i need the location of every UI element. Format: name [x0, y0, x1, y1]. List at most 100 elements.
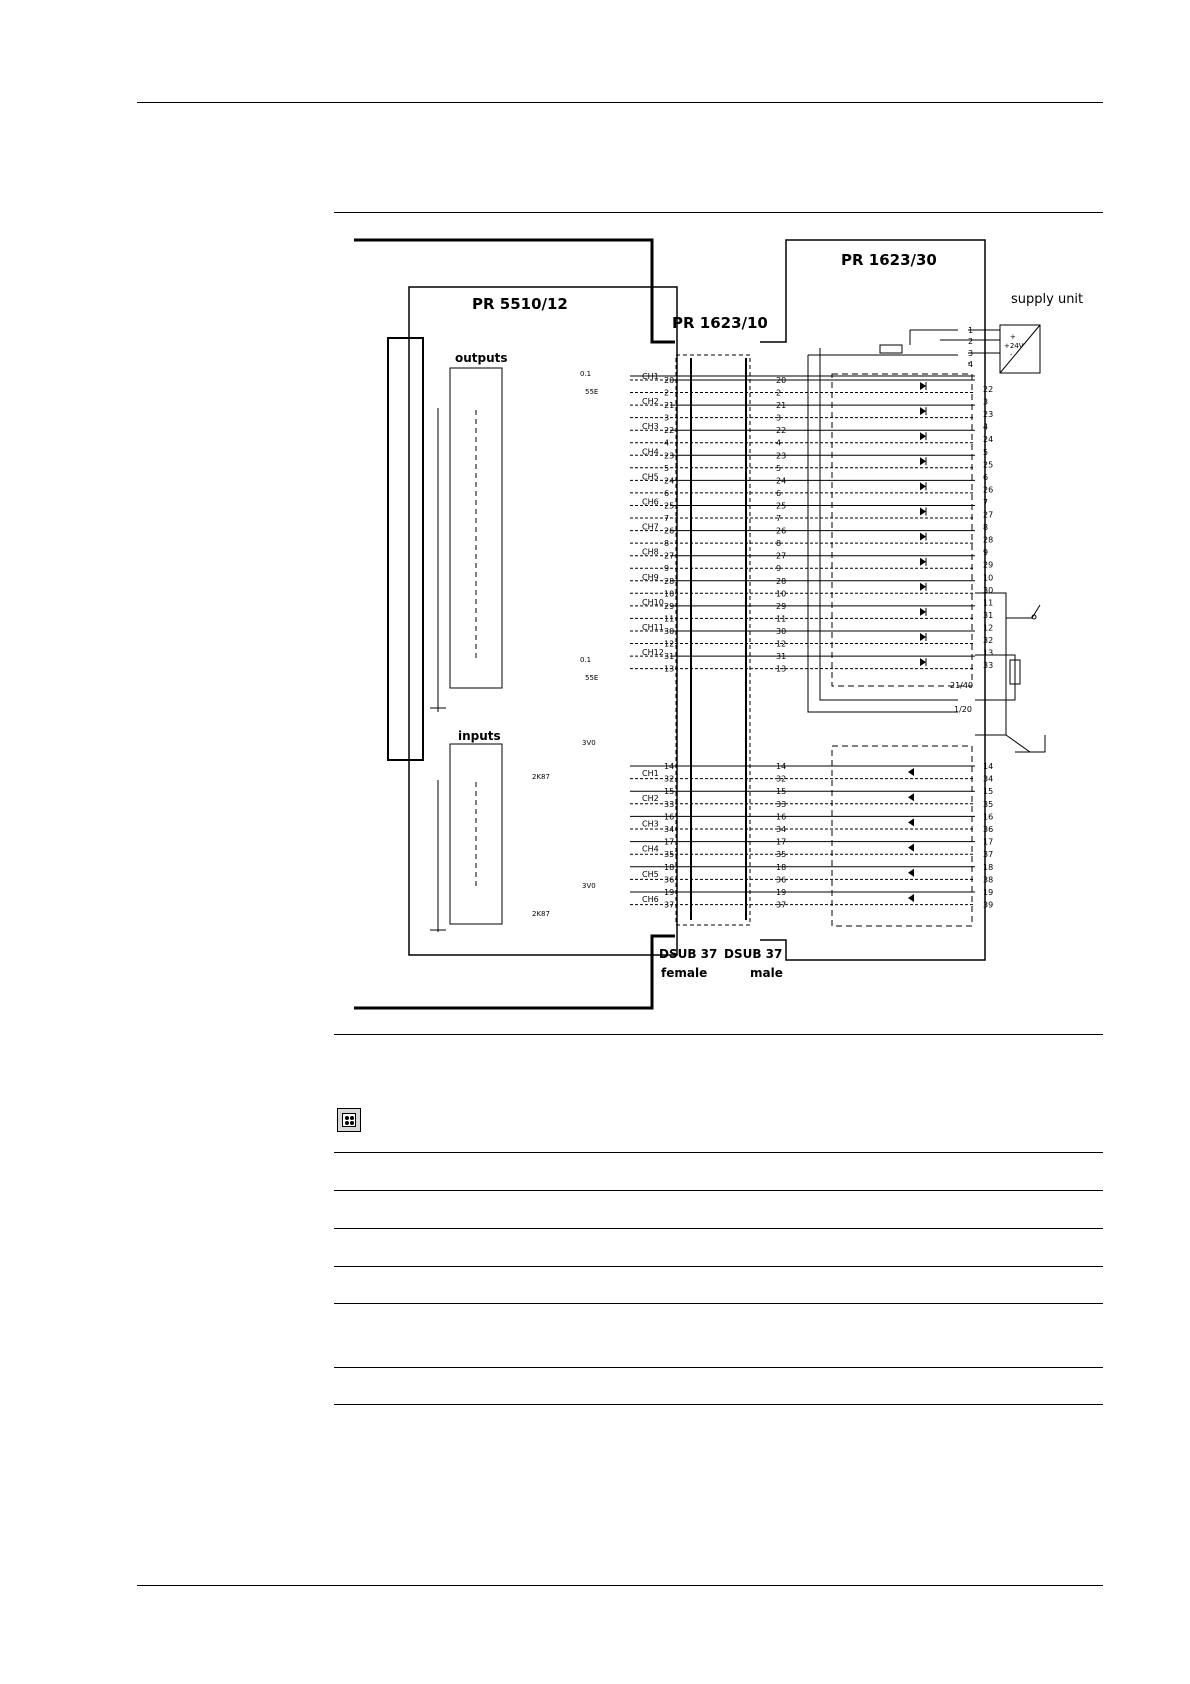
terminal-pin-number: 34: [983, 775, 993, 784]
terminal-pin-number: 24: [983, 435, 993, 444]
output-channel-label: CH11: [642, 623, 664, 632]
female-pin-number: 36: [664, 875, 674, 884]
output-channel-label: CH5: [642, 472, 659, 481]
output-channel-label: CH3: [642, 422, 659, 431]
figure-bottom-rule: [334, 1034, 1103, 1035]
male-pin-number: 21: [776, 401, 786, 410]
dsub-male-label-2: male: [750, 966, 783, 980]
table-row-line: [334, 1367, 1103, 1368]
female-pin-number: 32: [664, 775, 674, 784]
female-pin-number: 11: [664, 614, 674, 623]
male-pin-number: 18: [776, 863, 786, 872]
male-pin-number: 23: [776, 451, 786, 460]
zener-label-top: 3V0: [582, 739, 596, 747]
fuse-label-bottom: 0.1: [580, 656, 591, 664]
output-channel-label: CH10: [642, 598, 664, 607]
table-row-line: [334, 1404, 1103, 1405]
terminal-pin-number: 27: [983, 511, 993, 520]
male-pin-number: 7: [776, 514, 781, 523]
figure-top-rule: [334, 212, 1103, 213]
input-channel-label: CH1: [642, 769, 659, 778]
input-diode-icon: [908, 768, 914, 776]
terminal-pin-number: 4: [983, 423, 988, 432]
supply-pin: 3: [968, 349, 973, 358]
male-pin-number: 15: [776, 787, 786, 796]
female-pin-number: 13: [664, 665, 674, 674]
terminal-pin-number: 9: [983, 548, 988, 557]
male-pin-number: 24: [776, 476, 786, 485]
terminal-pin-number: 36: [983, 825, 993, 834]
male-pin-number: 10: [776, 589, 786, 598]
resistor-label-top: 2K87: [532, 773, 550, 781]
supply-pin: 1: [968, 326, 973, 335]
inputs-label: inputs: [458, 729, 501, 743]
female-pin-number: 20: [664, 376, 674, 385]
female-pin-number: 4: [664, 439, 669, 448]
male-pin-number: 28: [776, 577, 786, 586]
terminal-pin-number: 13: [983, 649, 993, 658]
male-pin-number: 20: [776, 376, 786, 385]
pr1623-10-label: PR 1623/10: [672, 314, 768, 332]
terminal-pin-number: 7: [983, 498, 988, 507]
female-pin-number: 30: [664, 627, 674, 636]
terminal-pin-number: 15: [983, 787, 993, 796]
terminal-pin-number: 30: [983, 586, 993, 595]
female-pin-number: 17: [664, 838, 674, 847]
terminal-pin-number: 5: [983, 448, 988, 457]
male-pin-number: 17: [776, 838, 786, 847]
terminal-pin-number: 11: [983, 598, 993, 607]
header-rule: [137, 102, 1103, 103]
terminal-pin-number: 23: [983, 410, 993, 419]
male-pin-number: 26: [776, 527, 786, 536]
female-pin-number: 34: [664, 825, 674, 834]
terminal-pin-number: 29: [983, 561, 993, 570]
female-pin-number: 21: [664, 401, 674, 410]
female-pin-number: 2: [664, 389, 669, 398]
female-pin-number: 12: [664, 640, 674, 649]
led-icon: [920, 457, 926, 466]
dsub-female-label-2: female: [661, 966, 707, 980]
male-pin-number: 35: [776, 850, 786, 859]
led-icon: [920, 432, 926, 441]
terminal-pin-number: 22: [983, 385, 993, 394]
female-pin-number: 31: [664, 652, 674, 661]
female-pin-number: 14: [664, 762, 674, 771]
resistor-label-bottom: 2K87: [532, 910, 550, 918]
female-pin-number: 9: [664, 564, 669, 573]
female-pin-number: 27: [664, 552, 674, 561]
terminal-pin-number: 8: [983, 523, 988, 532]
table-row-line: [334, 1190, 1103, 1191]
male-pin-number: 36: [776, 875, 786, 884]
term-1-20-label: 1/20: [954, 705, 972, 714]
terminal-pin-number: 12: [983, 623, 993, 632]
terminal-pin-number: 18: [983, 863, 993, 872]
terminal-pin-number: 35: [983, 800, 993, 809]
female-pin-number: 3: [664, 414, 669, 423]
female-pin-number: 26: [664, 527, 674, 536]
terminal-pin-number: 14: [983, 762, 993, 771]
male-pin-number: 4: [776, 439, 781, 448]
plus-label: +: [1010, 333, 1016, 341]
footer-rule: [137, 1585, 1103, 1586]
connector-icon: [337, 1108, 361, 1132]
supply-pin: 4: [968, 360, 973, 369]
female-pin-number: 6: [664, 489, 669, 498]
output-channel-label: CH8: [642, 548, 659, 557]
terminal-pin-number: 16: [983, 812, 993, 821]
male-pin-number: 22: [776, 426, 786, 435]
dsub-female-label-1: DSUB 37: [659, 947, 717, 961]
fuse-r-label-bottom: 55E: [585, 674, 598, 682]
terminal-pin-number: 39: [983, 901, 993, 910]
female-pin-number: 5: [664, 464, 669, 473]
male-pin-number: 31: [776, 652, 786, 661]
input-diode-icon: [908, 894, 914, 902]
female-pin-number: 24: [664, 476, 674, 485]
output-channel-label: CH12: [642, 648, 664, 657]
terminal-pin-number: 31: [983, 611, 993, 620]
output-channel-label: CH4: [642, 447, 659, 456]
female-pin-number: 23: [664, 451, 674, 460]
male-pin-number: 27: [776, 552, 786, 561]
male-pin-number: 3: [776, 414, 781, 423]
